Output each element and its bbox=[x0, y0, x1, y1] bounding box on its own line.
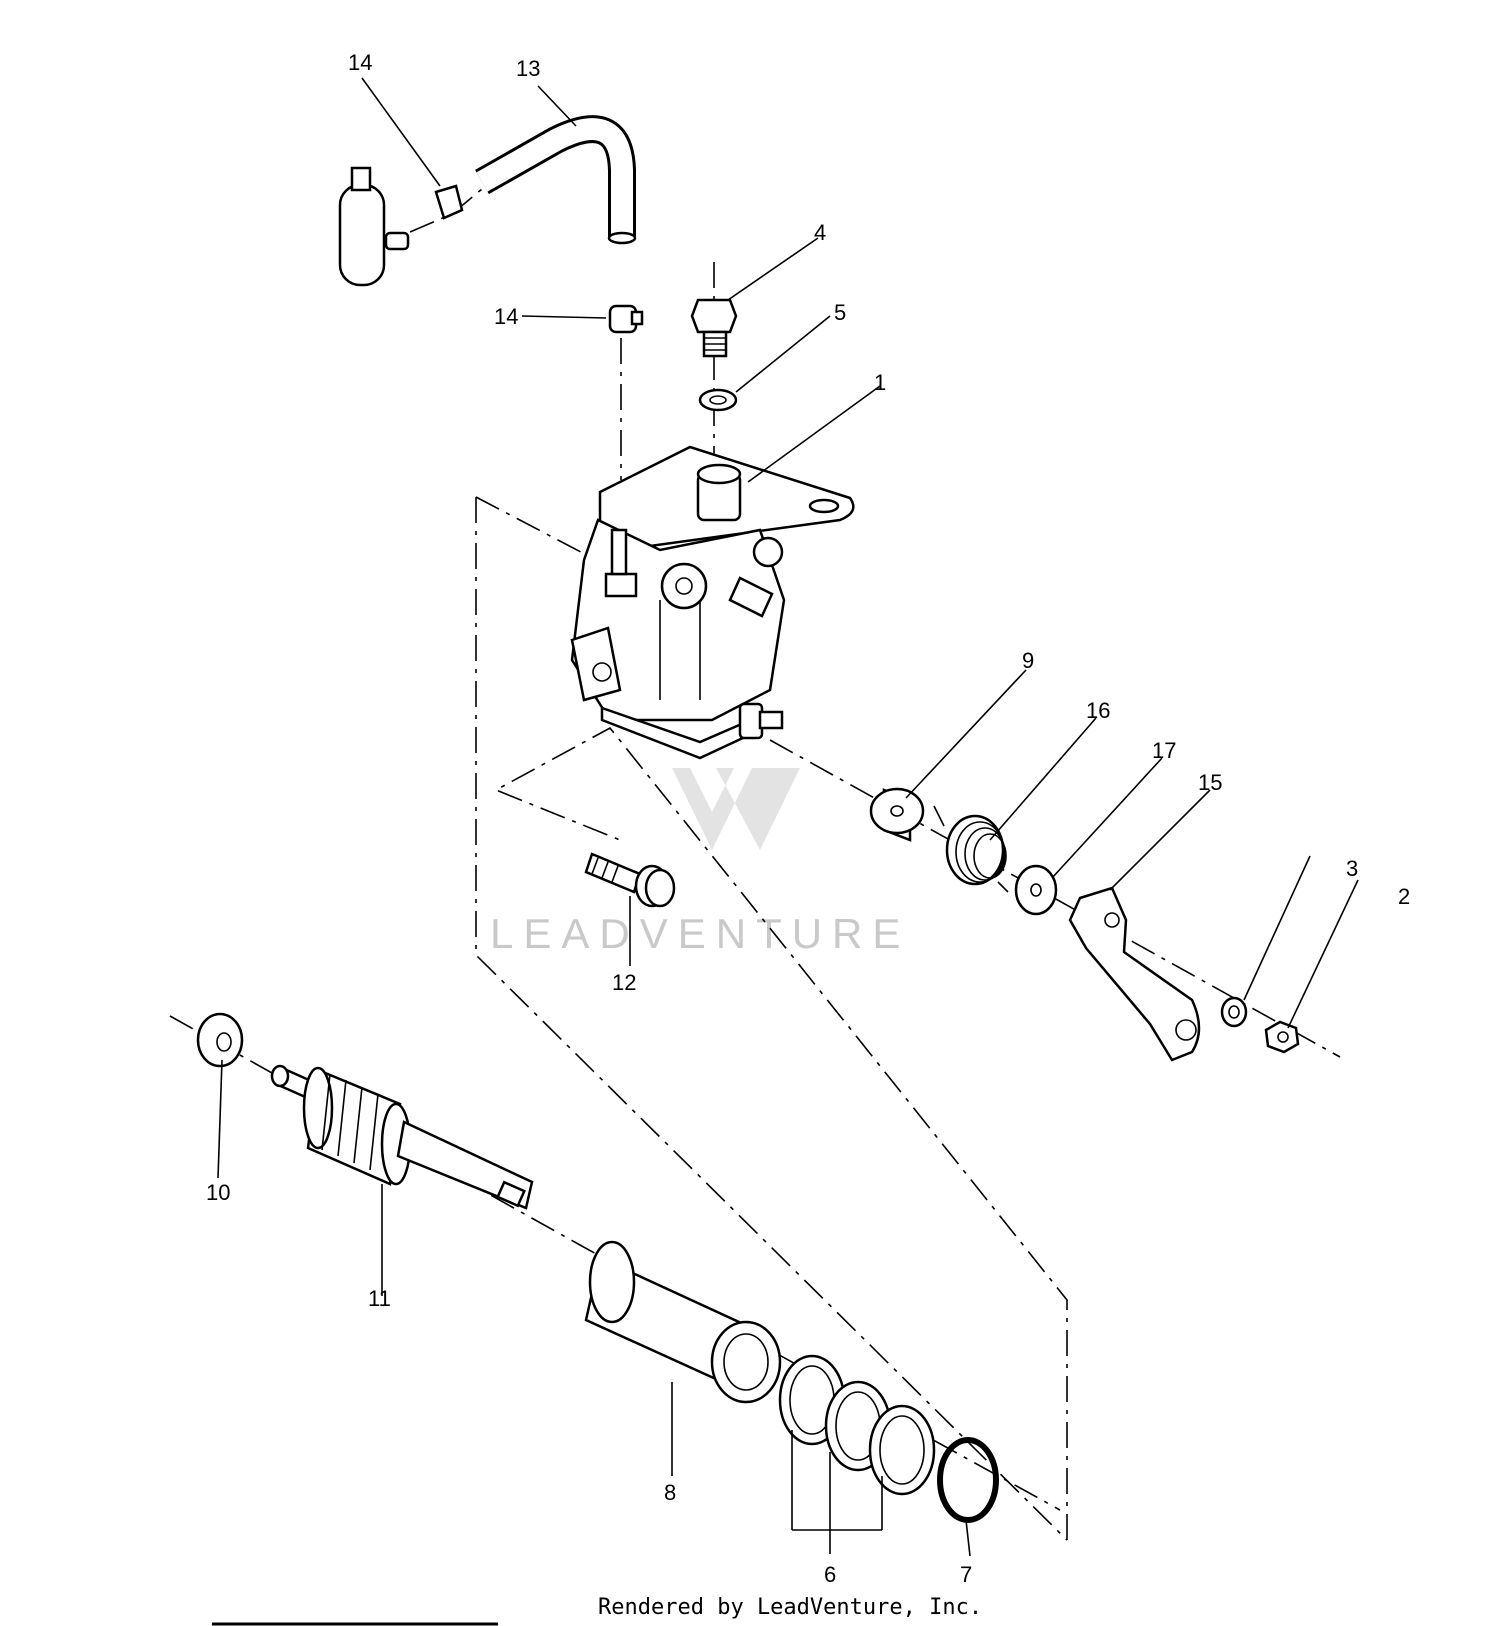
hose-clamp bbox=[608, 304, 644, 334]
shaft-washer bbox=[196, 1012, 244, 1068]
sealing-washer-hole bbox=[709, 395, 727, 405]
sealing-washer bbox=[698, 388, 738, 412]
assembly-outline-lower bbox=[494, 726, 1068, 1540]
shim-set bbox=[778, 1354, 936, 1496]
callouts: 14 13 14 4 5 1 9 16 17 15 3 2 12 10 11 8… bbox=[206, 50, 1410, 1587]
callout-7: 7 bbox=[960, 1562, 972, 1587]
drive-gear-shaft bbox=[270, 1064, 534, 1210]
control-lever bbox=[1068, 886, 1201, 1062]
fitting-centerline bbox=[409, 183, 489, 233]
shaft-washer-hole bbox=[216, 1032, 232, 1052]
callout-15: 15 bbox=[1198, 770, 1222, 795]
thrust-washer-hole bbox=[1030, 883, 1042, 897]
callout-14-lower: 14 bbox=[494, 304, 518, 329]
callout-16: 16 bbox=[1086, 698, 1110, 723]
oil-hose-end bbox=[607, 231, 637, 245]
mounting-bolt bbox=[584, 852, 676, 908]
lock-washer bbox=[1220, 996, 1248, 1028]
oil-pump-body bbox=[570, 445, 855, 760]
oil-bottle-fitting bbox=[338, 166, 464, 287]
hex-nut bbox=[1264, 1020, 1300, 1054]
callout-13: 13 bbox=[516, 56, 540, 81]
collar bbox=[869, 787, 925, 842]
callout-9: 9 bbox=[1022, 648, 1034, 673]
callout-5: 5 bbox=[834, 300, 846, 325]
banjo-bolt bbox=[690, 298, 738, 358]
leader-lines bbox=[217, 77, 1359, 1557]
watermark: LEADVENTURE bbox=[490, 768, 910, 957]
hex-nut-hole bbox=[1277, 1031, 1289, 1043]
watermark-logo-icon bbox=[672, 768, 800, 850]
footer-credit: Rendered by LeadVenture, Inc. bbox=[598, 1595, 982, 1620]
callout-2: 2 bbox=[1398, 884, 1410, 909]
oil-hose-inner bbox=[476, 118, 633, 238]
callout-1: 1 bbox=[874, 370, 886, 395]
callout-4: 4 bbox=[814, 220, 826, 245]
callout-12: 12 bbox=[612, 970, 636, 995]
watermark-text: LEADVENTURE bbox=[490, 910, 910, 957]
lock-washer-hole bbox=[1228, 1005, 1240, 1019]
callout-11: 11 bbox=[368, 1286, 391, 1311]
callout-10: 10 bbox=[206, 1180, 230, 1205]
callout-3: 3 bbox=[1346, 856, 1358, 881]
thrust-washer bbox=[1014, 864, 1058, 916]
callout-17: 17 bbox=[1152, 738, 1176, 763]
o-ring bbox=[937, 1437, 999, 1523]
callout-8: 8 bbox=[664, 1480, 676, 1505]
callout-6: 6 bbox=[824, 1562, 836, 1587]
return-spring bbox=[933, 805, 1009, 893]
callout-14-upper: 14 bbox=[348, 50, 372, 75]
assembly-outline bbox=[475, 496, 1068, 1541]
sleeve-bushing bbox=[584, 1240, 782, 1404]
